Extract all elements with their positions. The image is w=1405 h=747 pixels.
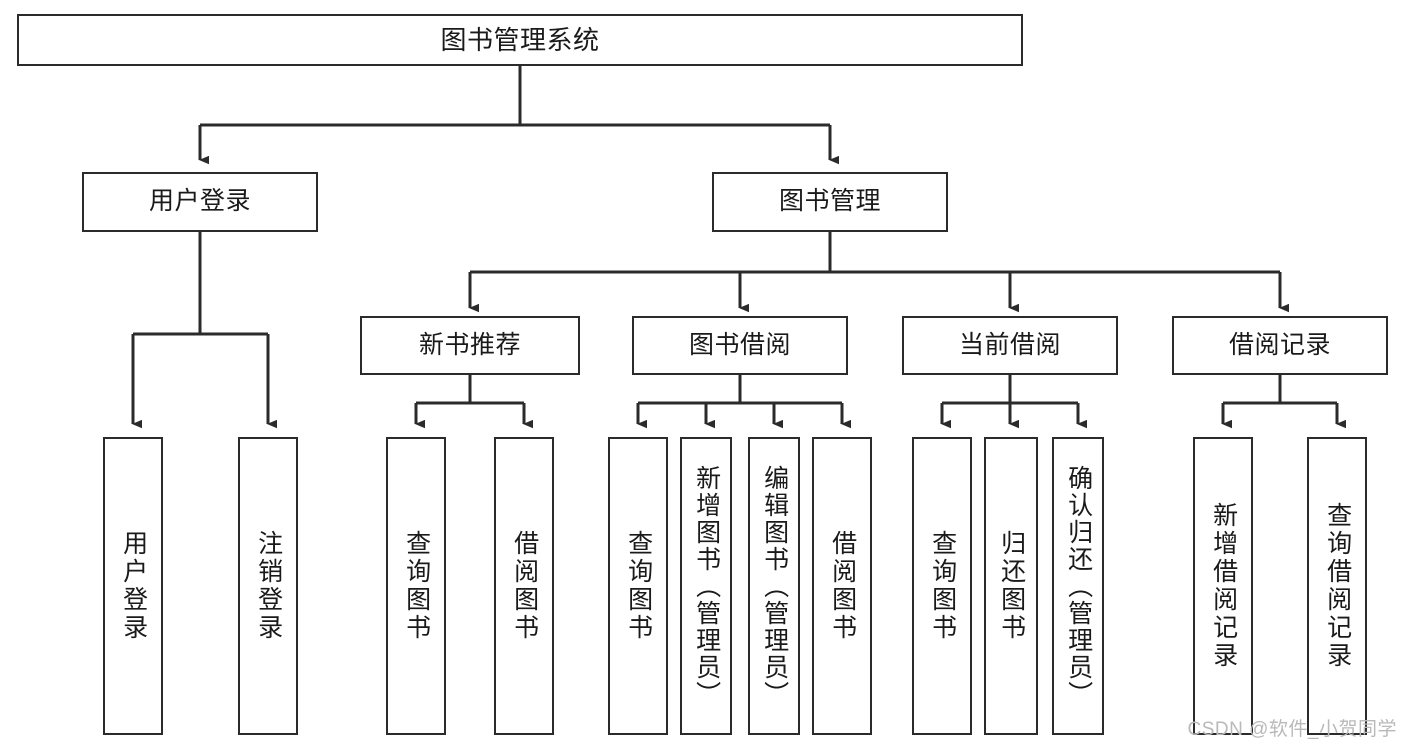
node-leaf-user-login[interactable]: 用户登录: [103, 437, 163, 735]
node-leaf-logout-login[interactable]: 注销登录: [238, 437, 298, 735]
node-label: 归还图书: [997, 530, 1026, 642]
node-leaf-query-book-current[interactable]: 查询图书: [912, 437, 972, 735]
node-label: 新增借阅记录: [1209, 502, 1238, 670]
node-user-login[interactable]: 用户登录: [82, 172, 318, 232]
node-label: 注销登录: [254, 530, 283, 642]
node-leaf-add-borrow-record[interactable]: 新增借阅记录: [1193, 437, 1253, 735]
node-leaf-query-book-recommend[interactable]: 查询图书: [386, 437, 446, 735]
node-label: 用户登录: [119, 530, 148, 642]
node-root-system[interactable]: 图书管理系统: [17, 14, 1023, 66]
node-label: 借阅图书: [828, 530, 857, 642]
node-label: 查询图书: [928, 530, 957, 642]
node-label: 图书借阅: [688, 330, 791, 359]
node-label: 查询借阅记录: [1323, 502, 1352, 670]
node-leaf-edit-book-admin[interactable]: 编辑图书（管理员）: [748, 437, 800, 735]
node-label: 新书推荐: [418, 330, 521, 359]
node-label: 用户登录: [148, 187, 251, 216]
watermark-text: CSDN @软件_小贺同学: [1187, 719, 1397, 740]
node-leaf-add-book-admin[interactable]: 新增图书（管理员）: [680, 437, 732, 735]
node-new-book-recommend[interactable]: 新书推荐: [360, 316, 580, 375]
node-label: 确认归还（管理员）: [1064, 464, 1093, 708]
node-current-borrow[interactable]: 当前借阅: [902, 316, 1118, 375]
node-label: 图书管理系统: [440, 24, 600, 55]
node-book-borrow[interactable]: 图书借阅: [632, 316, 848, 375]
node-leaf-borrow-book-recommend[interactable]: 借阅图书: [494, 437, 554, 735]
node-label: 当前借阅: [958, 330, 1061, 359]
node-leaf-query-borrow-record[interactable]: 查询借阅记录: [1307, 437, 1367, 735]
node-label: 新增图书（管理员）: [692, 464, 721, 708]
node-label: 借阅图书: [510, 530, 539, 642]
node-book-management[interactable]: 图书管理: [712, 172, 948, 232]
node-leaf-borrow-book[interactable]: 借阅图书: [812, 437, 872, 735]
node-borrow-record[interactable]: 借阅记录: [1172, 316, 1388, 375]
node-label: 借阅记录: [1228, 330, 1331, 359]
node-label: 查询图书: [402, 530, 431, 642]
node-leaf-confirm-return-admin[interactable]: 确认归还（管理员）: [1052, 437, 1104, 735]
node-label: 图书管理: [778, 187, 881, 216]
node-leaf-return-book[interactable]: 归还图书: [984, 437, 1038, 735]
node-label: 查询图书: [624, 530, 653, 642]
node-leaf-query-book-borrow[interactable]: 查询图书: [608, 437, 668, 735]
node-label: 编辑图书（管理员）: [760, 464, 789, 708]
